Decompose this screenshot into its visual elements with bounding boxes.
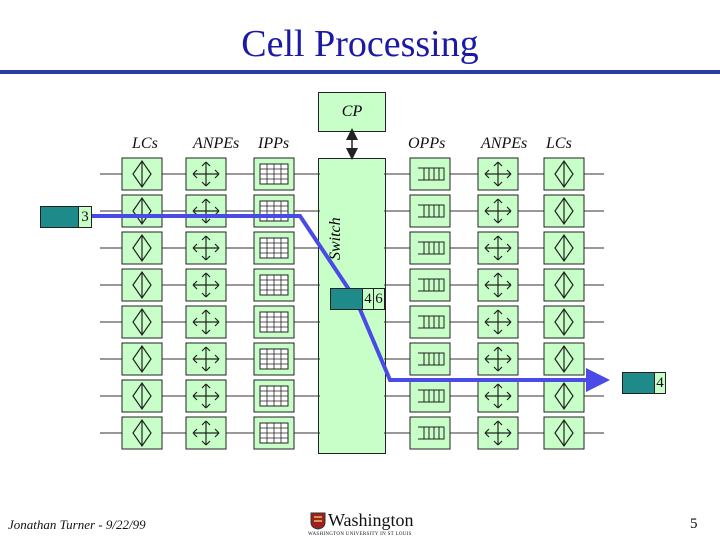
label-ipps: IPPs: [258, 135, 290, 152]
port-row: [100, 194, 604, 228]
title-rule: [0, 70, 720, 74]
logo-subtitle: WASHINGTON UNIVERSITY IN ST LOUIS: [308, 532, 412, 537]
footer-author: Jonathan Turner - 9/22/99: [8, 517, 146, 532]
opp: [409, 268, 451, 302]
opp: [409, 231, 451, 265]
switch-cell-tag-a: 4: [362, 288, 374, 310]
port-row: [100, 305, 604, 339]
port-row: [100, 268, 604, 302]
university-shield-icon: [310, 512, 326, 530]
label-opps: OPPs: [408, 135, 446, 152]
control-processor-box: CP: [318, 92, 386, 132]
label-lcs-left: LCs: [132, 135, 158, 152]
opp: [409, 194, 451, 228]
output-cell-tag: 4: [654, 372, 666, 394]
port-row: [100, 157, 604, 191]
switch-cell: [330, 288, 364, 310]
output-cell: [622, 372, 656, 394]
switch-cell-tag-b: 6: [373, 288, 385, 310]
opp: [409, 416, 451, 450]
label-anpes-left: ANPEs: [193, 135, 240, 152]
input-cell: [40, 206, 80, 228]
logo-text: Washington: [328, 510, 414, 530]
port-row: [100, 416, 604, 450]
label-lcs-right: LCs: [546, 135, 572, 152]
label-anpes-right: ANPEs: [481, 135, 528, 152]
page-number: 5: [690, 516, 698, 532]
port-row: [100, 231, 604, 265]
port-row: [100, 379, 604, 413]
port-row: [100, 342, 604, 376]
port-rows: [100, 157, 604, 450]
slide-title: Cell Processing: [241, 23, 479, 65]
opp: [409, 305, 451, 339]
input-cell-tag: 3: [78, 206, 92, 228]
opp: [409, 157, 451, 191]
opp: [409, 342, 451, 376]
